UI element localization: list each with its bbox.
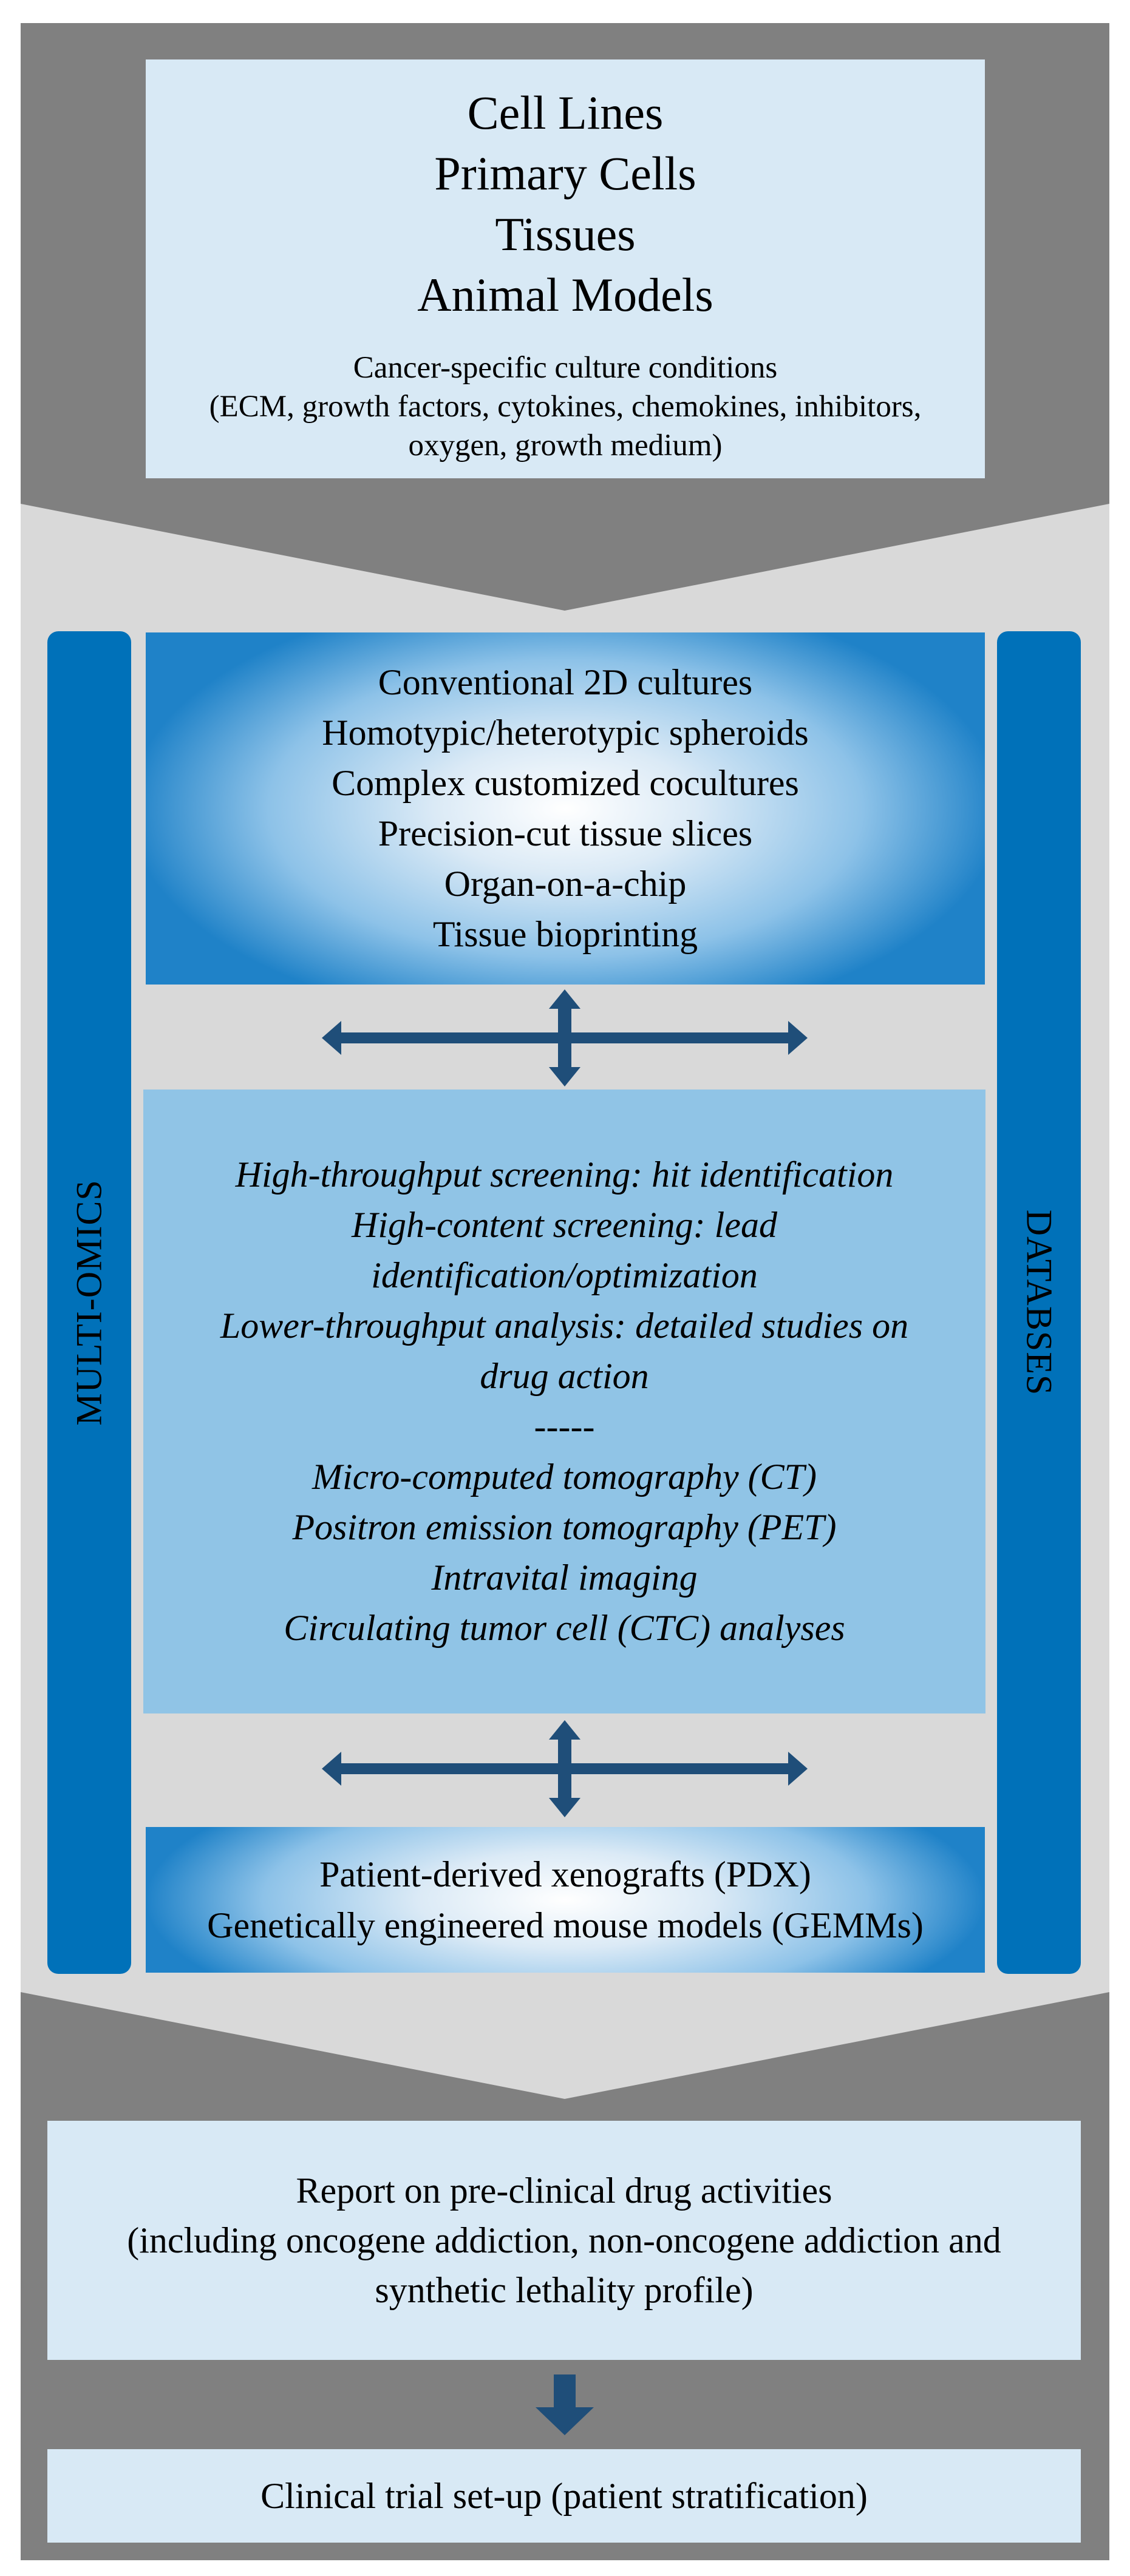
separator-dashes: -----: [534, 1406, 595, 1446]
screening-line: drug action: [480, 1356, 649, 1396]
multi-omics-label: MULTI-OMICS: [69, 1179, 109, 1426]
in-vitro-models-box: Conventional 2D cultures Homotypic/heter…: [146, 632, 985, 985]
invivo-item: Patient-derived xenografts (PDX): [319, 1854, 811, 1894]
screening-line: Lower-throughput analysis: detailed stud…: [220, 1306, 909, 1346]
sources-box: Cell Lines Primary Cells Tissues Animal …: [146, 59, 985, 478]
model-item: Complex customized cocultures: [332, 763, 799, 803]
screening-line: High-throughput screening: hit identific…: [235, 1154, 894, 1195]
culture-conditions: Cancer-specific culture conditions (ECM,…: [209, 348, 922, 465]
model-item: Organ-on-a-chip: [444, 864, 687, 904]
conditions-line-2: (ECM, growth factors, cytokines, chemoki…: [209, 390, 922, 424]
conditions-line-3: oxygen, growth medium): [408, 429, 723, 463]
screening-line: Positron emission tomography (PET): [292, 1507, 837, 1547]
invivo-item: Genetically engineered mouse models (GEM…: [207, 1905, 924, 1945]
report-line: Report on pre-clinical drug activities: [296, 2171, 832, 2211]
source-primary-cells: Primary Cells: [434, 147, 696, 200]
screening-line: Micro-computed tomography (CT): [312, 1457, 817, 1497]
databases-label: DATABSES: [1019, 1209, 1060, 1396]
model-item: Conventional 2D cultures: [378, 662, 753, 702]
screening-line: Circulating tumor cell (CTC) analyses: [284, 1608, 845, 1648]
source-animal-models: Animal Models: [417, 268, 713, 321]
screening-box: High-throughput screening: hit identific…: [143, 1090, 985, 1713]
source-tissues: Tissues: [495, 208, 636, 260]
screening-line: Intravital imaging: [431, 1557, 698, 1598]
report-box: Report on pre-clinical drug activities (…: [47, 2121, 1081, 2360]
down-arrow: [536, 2374, 594, 2435]
model-item: Tissue bioprinting: [432, 914, 698, 954]
report-line: (including oncogene addiction, non-oncog…: [127, 2220, 1001, 2260]
conditions-line-1: Cancer-specific culture conditions: [353, 351, 778, 385]
model-item: Precision-cut tissue slices: [378, 813, 753, 853]
report-line: synthetic lethality profile): [375, 2270, 754, 2310]
double-arrow-2: [322, 1720, 808, 1817]
multi-omics-sidebar: MULTI-OMICS: [47, 631, 131, 1974]
clinical-trial-label: Clinical trial set-up (patient stratific…: [260, 2475, 868, 2516]
screening-line: identification/optimization: [371, 1255, 758, 1295]
screening-line: High-content screening: lead: [352, 1205, 777, 1245]
source-cell-lines: Cell Lines: [467, 86, 664, 139]
databases-sidebar: DATABSES: [997, 631, 1081, 1974]
in-vivo-models-box: Patient-derived xenografts (PDX) Genetic…: [146, 1827, 985, 1973]
model-item: Homotypic/heterotypic spheroids: [322, 713, 809, 753]
clinical-trial-box: Clinical trial set-up (patient stratific…: [47, 2449, 1081, 2543]
double-arrow-1: [322, 989, 808, 1086]
